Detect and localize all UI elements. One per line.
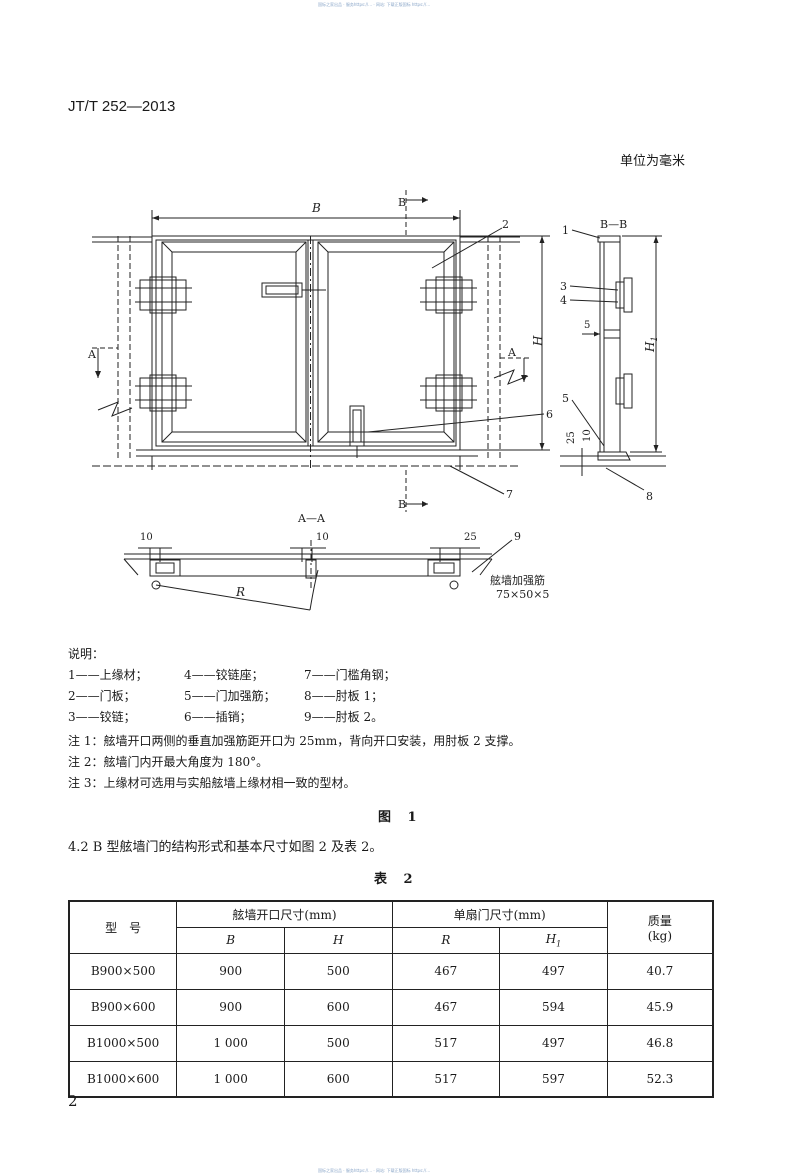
- header-H: H: [283, 926, 393, 954]
- callout-1: 1: [562, 224, 569, 237]
- header-mass-unit: (kg): [647, 928, 673, 943]
- clause-4-2: 4.2 B 型舷墙门的结构形式和基本尺寸如图 2 及表 2。: [68, 840, 383, 855]
- header-model: 型 号: [68, 900, 178, 954]
- label-section-BB: B—B: [600, 218, 627, 231]
- cell-mass: 40.7: [606, 952, 714, 990]
- legend-item: 5——门加强筋；: [184, 689, 276, 703]
- cell-model: B1000×500: [68, 1024, 178, 1062]
- svg-text:H1: H1: [643, 336, 659, 353]
- label-H: H: [531, 335, 545, 347]
- dim-5: 5: [584, 320, 590, 331]
- cell-R: 467: [391, 988, 501, 1026]
- header-H1: H1: [499, 926, 608, 954]
- cell-mass: 46.8: [606, 1024, 714, 1062]
- legend-item: 2——门板；: [68, 689, 136, 703]
- label-section-AA: A—A: [297, 512, 326, 525]
- header-H1-label: H: [545, 931, 557, 946]
- label-B-section-bottom: B: [398, 498, 406, 511]
- callout-9: 9: [514, 530, 521, 543]
- header-H1-sub: 1: [556, 939, 562, 949]
- cell-B: 1 000: [176, 1060, 285, 1098]
- label-A-mid: A: [507, 346, 517, 359]
- note-3: 注 3：上缘材可选用与实船舷墙上缘材相一致的型材。: [68, 776, 356, 790]
- bulwark-door-drawing: B B: [87, 190, 666, 611]
- cell-B: 900: [176, 988, 285, 1026]
- callout-7: 7: [506, 488, 513, 501]
- legend-item: 9——肘板 2。: [304, 710, 384, 724]
- table-row: B900×500 900 500 467 497 40.7: [68, 952, 714, 990]
- header-mass-label: 质量: [647, 913, 672, 928]
- cell-B: 1 000: [176, 1024, 285, 1062]
- dim-10-center: 10: [316, 532, 329, 543]
- dim-25-top: 25: [464, 532, 477, 543]
- callout-2: 2: [502, 218, 509, 231]
- figure-caption: 图 1: [378, 810, 423, 825]
- cell-mass: 52.3: [606, 1060, 714, 1098]
- header-opening-size: 舷墙开口尺寸(mm): [176, 900, 393, 928]
- header-door-size: 单扇门尺寸(mm): [391, 900, 608, 928]
- stiffener-name: 舷墙加强筋: [490, 573, 545, 587]
- cell-H: 500: [283, 1024, 393, 1062]
- callout-5: 5: [562, 392, 569, 405]
- header-B: B: [176, 926, 285, 954]
- legend-row: 1——上缘材； 4——铰链座； 7——门槛角钢；: [68, 665, 504, 686]
- label-R: R: [235, 585, 245, 599]
- legend-item: 6——插销；: [184, 710, 252, 724]
- cell-model: B900×600: [68, 988, 178, 1026]
- label-A-left: A: [87, 348, 97, 361]
- cell-mass: 45.9: [606, 988, 714, 1026]
- cell-H: 500: [283, 952, 393, 990]
- units-note: 单位为毫米: [620, 154, 686, 169]
- cell-H1: 597: [499, 1060, 608, 1098]
- table-row: B1000×600 1 000 600 517 597 52.3: [68, 1060, 714, 1098]
- cell-R: 467: [391, 952, 501, 990]
- header-mass: 质量(kg): [606, 900, 714, 954]
- callout-3: 3: [560, 280, 567, 293]
- legend-item: 8——肘板 1；: [304, 689, 384, 703]
- legend: 说明： 1——上缘材； 4——铰链座； 7——门槛角钢； 2——门板； 5——门…: [68, 644, 504, 728]
- note-1: 注 1：舷墙开口两侧的垂直加强筋距开口为 25mm，背向开口安装，用肘板 2 支…: [68, 734, 521, 748]
- label-B: B: [311, 201, 321, 215]
- standard-code: JT/T 252—2013: [68, 98, 176, 115]
- cell-model: B900×500: [68, 952, 178, 990]
- header-R: R: [391, 926, 501, 954]
- watermark-bottom: 国标之家出品 · 服务https://… · 网站: 下载正版国标 https:…: [318, 1168, 431, 1173]
- table-caption: 表 2: [374, 872, 419, 887]
- dim-10-vertical: 10: [582, 429, 593, 442]
- cell-H1: 497: [499, 1024, 608, 1062]
- cell-H: 600: [283, 988, 393, 1026]
- legend-item: 1——上缘材；: [68, 668, 148, 682]
- legend-item: 7——门槛角钢；: [304, 668, 396, 682]
- legend-item: 4——铰链座；: [184, 668, 264, 682]
- page-number: 2: [68, 1092, 78, 1110]
- table-2: 型 号 舷墙开口尺寸(mm) 单扇门尺寸(mm) 质量(kg) B H R H1…: [68, 900, 714, 1098]
- note-2: 注 2：舷墙门内开最大角度为 180°。: [68, 755, 269, 769]
- cell-R: 517: [391, 1060, 501, 1098]
- legend-title: 说明：: [68, 647, 105, 661]
- dim-10-left: 10: [140, 532, 153, 543]
- table-row: B1000×500 1 000 500 517 497 46.8: [68, 1024, 714, 1062]
- cell-H1: 594: [499, 988, 608, 1026]
- cell-H: 600: [283, 1060, 393, 1098]
- label-H1: H: [643, 341, 657, 353]
- label-H1-sub: 1: [650, 336, 659, 341]
- label-B-section-top: B: [398, 196, 406, 209]
- cell-H1: 497: [499, 952, 608, 990]
- cell-B: 900: [176, 952, 285, 990]
- dim-25-vertical: 25: [566, 431, 577, 444]
- watermark-top: 国标之家出品 · 服务https://… · 网站: 下载正版国标 https:…: [318, 2, 431, 7]
- table-row: B900×600 900 600 467 594 45.9: [68, 988, 714, 1026]
- legend-item: 3——铰链；: [68, 710, 136, 724]
- legend-row: 2——门板； 5——门加强筋； 8——肘板 1；: [68, 686, 504, 707]
- cell-R: 517: [391, 1024, 501, 1062]
- cell-model: B1000×600: [68, 1060, 178, 1098]
- legend-row: 3——铰链； 6——插销； 9——肘板 2。: [68, 707, 504, 728]
- stiffener-size: 75×50×5: [496, 588, 549, 601]
- callout-8: 8: [646, 490, 653, 503]
- callout-4: 4: [560, 294, 567, 307]
- callout-6: 6: [546, 408, 553, 421]
